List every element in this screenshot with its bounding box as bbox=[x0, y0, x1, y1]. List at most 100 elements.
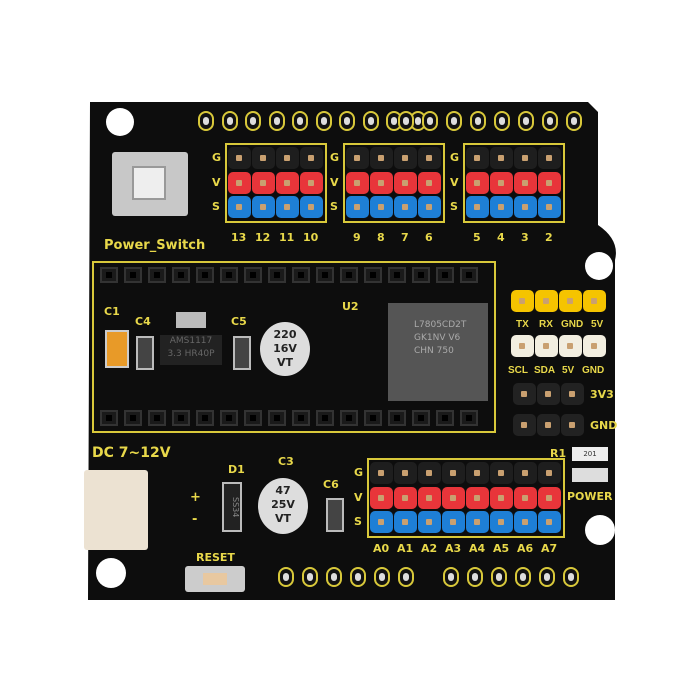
header-hole[interactable] bbox=[362, 111, 379, 131]
analog-pin-a6-g[interactable] bbox=[514, 462, 537, 484]
female-header-socket[interactable] bbox=[292, 267, 310, 283]
i2c-pin[interactable] bbox=[583, 335, 606, 357]
female-header-socket[interactable] bbox=[316, 410, 334, 426]
header-hole[interactable] bbox=[515, 567, 531, 587]
digital-pin-2-v[interactable] bbox=[538, 172, 561, 194]
female-header-socket[interactable] bbox=[124, 267, 142, 283]
female-header-socket[interactable] bbox=[244, 410, 262, 426]
i2c-pin[interactable] bbox=[535, 335, 558, 357]
header-hole[interactable] bbox=[566, 111, 582, 131]
female-header-socket[interactable] bbox=[196, 267, 214, 283]
female-header-socket[interactable] bbox=[340, 267, 358, 283]
reset-button-cap[interactable] bbox=[203, 573, 227, 585]
header-hole[interactable] bbox=[443, 567, 459, 587]
analog-pin-a1-s[interactable] bbox=[394, 511, 417, 533]
header-hole[interactable] bbox=[422, 111, 438, 131]
female-header-socket[interactable] bbox=[100, 410, 118, 426]
uart-pin[interactable] bbox=[559, 290, 582, 312]
digital-pin-3-s[interactable] bbox=[514, 196, 537, 218]
3v3-pin[interactable] bbox=[537, 383, 560, 405]
analog-pin-a4-s[interactable] bbox=[466, 511, 489, 533]
i2c-pin[interactable] bbox=[511, 335, 534, 357]
analog-pin-a0-s[interactable] bbox=[370, 511, 393, 533]
analog-pin-a7-s[interactable] bbox=[538, 511, 561, 533]
female-header-socket[interactable] bbox=[268, 410, 286, 426]
digital-pin-7-s[interactable] bbox=[394, 196, 417, 218]
analog-pin-a1-g[interactable] bbox=[394, 462, 417, 484]
analog-pin-a3-v[interactable] bbox=[442, 487, 465, 509]
digital-pin-4-v[interactable] bbox=[490, 172, 513, 194]
female-header-socket[interactable] bbox=[460, 410, 478, 426]
digital-pin-4-s[interactable] bbox=[490, 196, 513, 218]
female-header-socket[interactable] bbox=[388, 267, 406, 283]
digital-pin-6-v[interactable] bbox=[418, 172, 441, 194]
power-switch[interactable] bbox=[112, 152, 188, 216]
uart-pin[interactable] bbox=[535, 290, 558, 312]
digital-pin-6-s[interactable] bbox=[418, 196, 441, 218]
female-header-socket[interactable] bbox=[436, 410, 454, 426]
female-header-socket[interactable] bbox=[220, 410, 238, 426]
dc-jack-connector[interactable] bbox=[84, 470, 148, 550]
reset-button[interactable] bbox=[185, 566, 245, 592]
digital-pin-11-v[interactable] bbox=[276, 172, 299, 194]
3v3-pin[interactable] bbox=[513, 383, 536, 405]
uart-pin[interactable] bbox=[511, 290, 534, 312]
female-header-socket[interactable] bbox=[460, 267, 478, 283]
analog-pin-a6-s[interactable] bbox=[514, 511, 537, 533]
female-header-socket[interactable] bbox=[436, 267, 454, 283]
digital-pin-13-s[interactable] bbox=[228, 196, 251, 218]
digital-pin-3-g[interactable] bbox=[514, 147, 537, 169]
digital-pin-10-g[interactable] bbox=[300, 147, 323, 169]
switch-button[interactable] bbox=[132, 166, 166, 200]
female-header-socket[interactable] bbox=[316, 267, 334, 283]
header-hole[interactable] bbox=[518, 111, 534, 131]
digital-pin-5-v[interactable] bbox=[466, 172, 489, 194]
digital-pin-9-s[interactable] bbox=[346, 196, 369, 218]
analog-pin-a4-g[interactable] bbox=[466, 462, 489, 484]
header-hole[interactable] bbox=[278, 567, 294, 587]
i2c-pin[interactable] bbox=[559, 335, 582, 357]
header-hole[interactable] bbox=[374, 567, 390, 587]
header-hole[interactable] bbox=[491, 567, 507, 587]
header-hole[interactable] bbox=[302, 567, 318, 587]
3v3-pin[interactable] bbox=[561, 383, 584, 405]
analog-pin-a3-g[interactable] bbox=[442, 462, 465, 484]
digital-pin-6-g[interactable] bbox=[418, 147, 441, 169]
digital-pin-3-v[interactable] bbox=[514, 172, 537, 194]
header-hole[interactable] bbox=[539, 567, 555, 587]
digital-pin-12-s[interactable] bbox=[252, 196, 275, 218]
header-hole[interactable] bbox=[494, 111, 510, 131]
header-hole[interactable] bbox=[350, 567, 366, 587]
female-header-socket[interactable] bbox=[172, 410, 190, 426]
header-hole[interactable] bbox=[268, 111, 285, 131]
female-header-socket[interactable] bbox=[388, 410, 406, 426]
header-hole[interactable] bbox=[467, 567, 483, 587]
digital-pin-9-v[interactable] bbox=[346, 172, 369, 194]
female-header-socket[interactable] bbox=[340, 410, 358, 426]
gnd-pin[interactable] bbox=[561, 414, 584, 436]
female-header-socket[interactable] bbox=[172, 267, 190, 283]
digital-pin-12-v[interactable] bbox=[252, 172, 275, 194]
header-hole[interactable] bbox=[198, 111, 214, 131]
female-header-socket[interactable] bbox=[124, 410, 142, 426]
header-hole[interactable] bbox=[563, 567, 579, 587]
analog-pin-a1-v[interactable] bbox=[394, 487, 417, 509]
analog-pin-a2-s[interactable] bbox=[418, 511, 441, 533]
header-hole[interactable] bbox=[245, 111, 261, 131]
digital-pin-9-g[interactable] bbox=[346, 147, 369, 169]
uart-pin[interactable] bbox=[583, 290, 606, 312]
header-hole[interactable] bbox=[470, 111, 486, 131]
header-hole[interactable] bbox=[398, 567, 414, 587]
analog-pin-a0-g[interactable] bbox=[370, 462, 393, 484]
digital-pin-8-s[interactable] bbox=[370, 196, 393, 218]
header-hole[interactable] bbox=[221, 111, 238, 131]
digital-pin-13-v[interactable] bbox=[228, 172, 251, 194]
gnd-pin[interactable] bbox=[513, 414, 536, 436]
header-hole[interactable] bbox=[542, 111, 558, 131]
female-header-socket[interactable] bbox=[292, 410, 310, 426]
analog-pin-a0-v[interactable] bbox=[370, 487, 393, 509]
header-hole[interactable] bbox=[292, 111, 308, 131]
analog-pin-a3-s[interactable] bbox=[442, 511, 465, 533]
analog-pin-a5-v[interactable] bbox=[490, 487, 513, 509]
header-hole[interactable] bbox=[339, 111, 355, 131]
